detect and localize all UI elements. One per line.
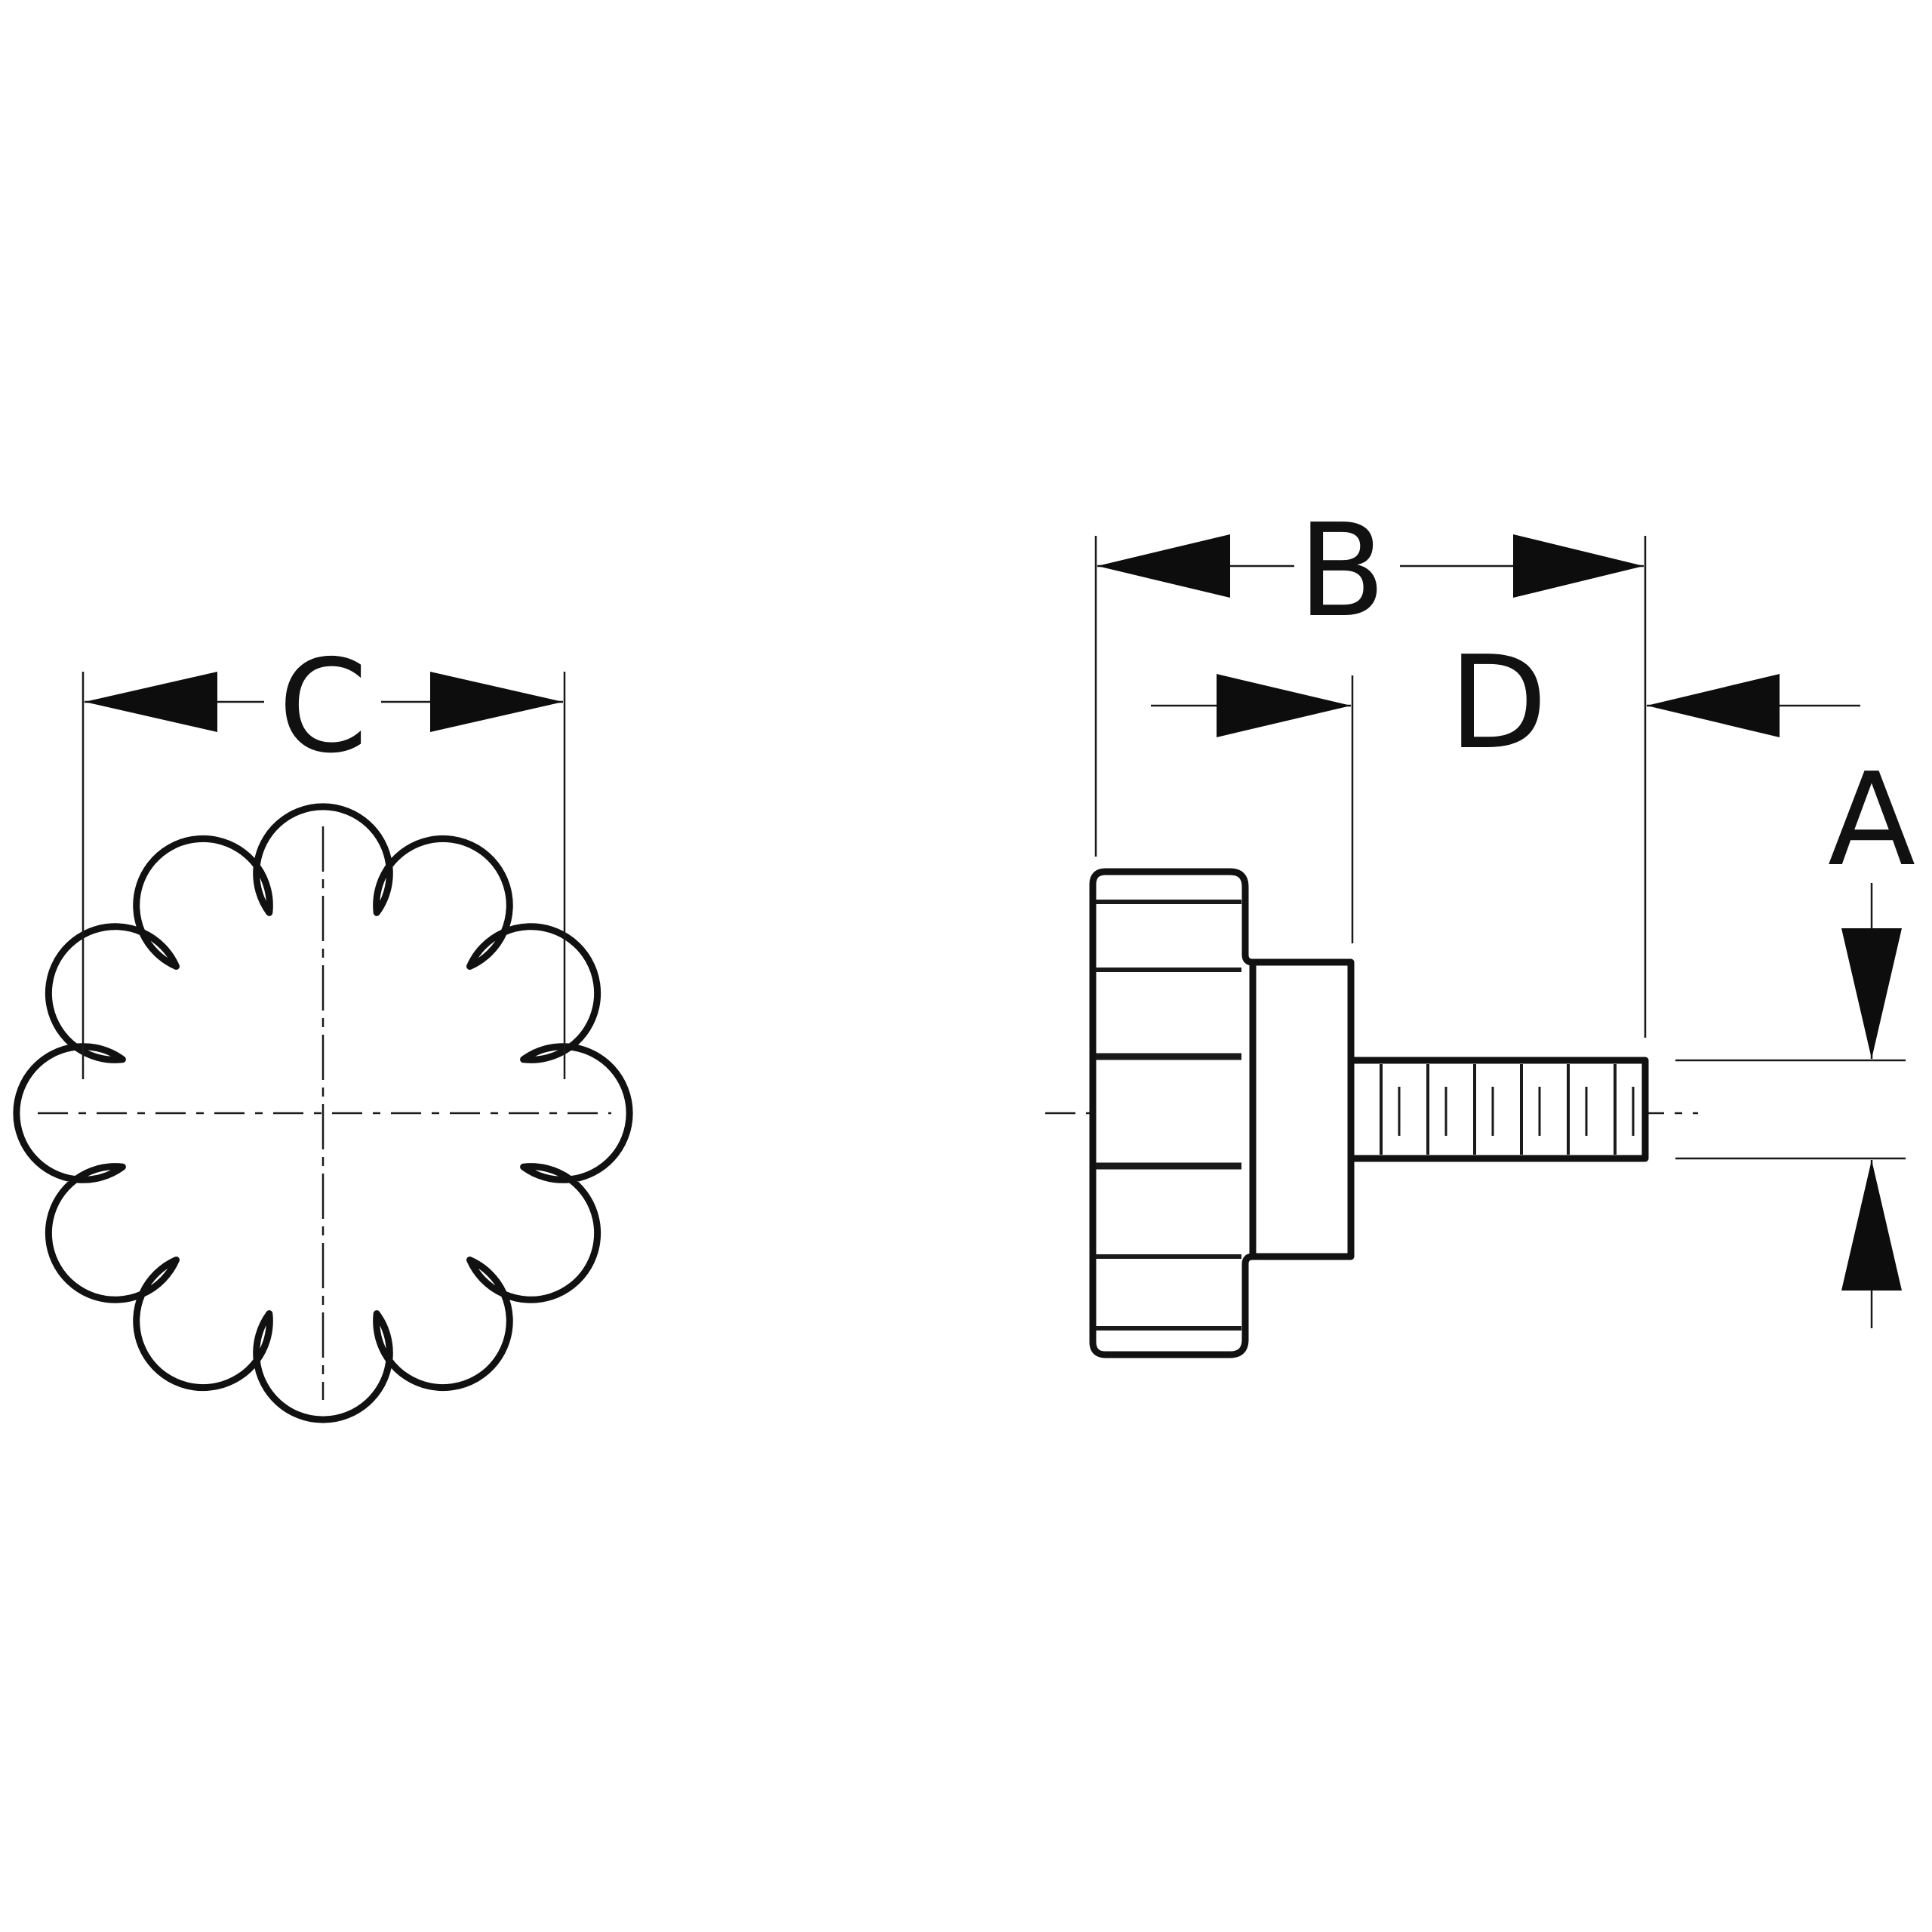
label-c: C	[278, 632, 368, 782]
side-view	[1045, 868, 1698, 1358]
label-b: B	[1298, 497, 1386, 646]
c-arrowhead-right	[430, 672, 563, 732]
knob-grip-ridges	[1096, 900, 1241, 1331]
dimension-a: A	[1675, 746, 1915, 1328]
scalloped-knob-outline	[13, 803, 633, 1423]
d-arrowhead-left	[1217, 674, 1351, 737]
dimension-d: D	[1151, 629, 1860, 943]
dimension-b: B	[1094, 497, 1647, 1038]
b-arrowhead-right	[1513, 534, 1644, 598]
b-arrowhead-left	[1097, 534, 1230, 598]
d-arrowhead-right	[1647, 674, 1780, 737]
knob-head	[1089, 868, 1257, 1358]
c-arrowhead-left	[85, 672, 217, 732]
label-d: D	[1449, 629, 1548, 778]
a-arrowhead-bottom	[1841, 1160, 1902, 1291]
stud-threads	[1380, 1064, 1635, 1155]
a-arrowhead-top	[1841, 928, 1902, 1059]
threaded-stud	[1347, 1057, 1649, 1162]
front-view	[13, 803, 633, 1423]
knob-hub	[1241, 958, 1355, 1260]
label-a: A	[1828, 746, 1915, 895]
dimension-c: C	[82, 632, 566, 1079]
